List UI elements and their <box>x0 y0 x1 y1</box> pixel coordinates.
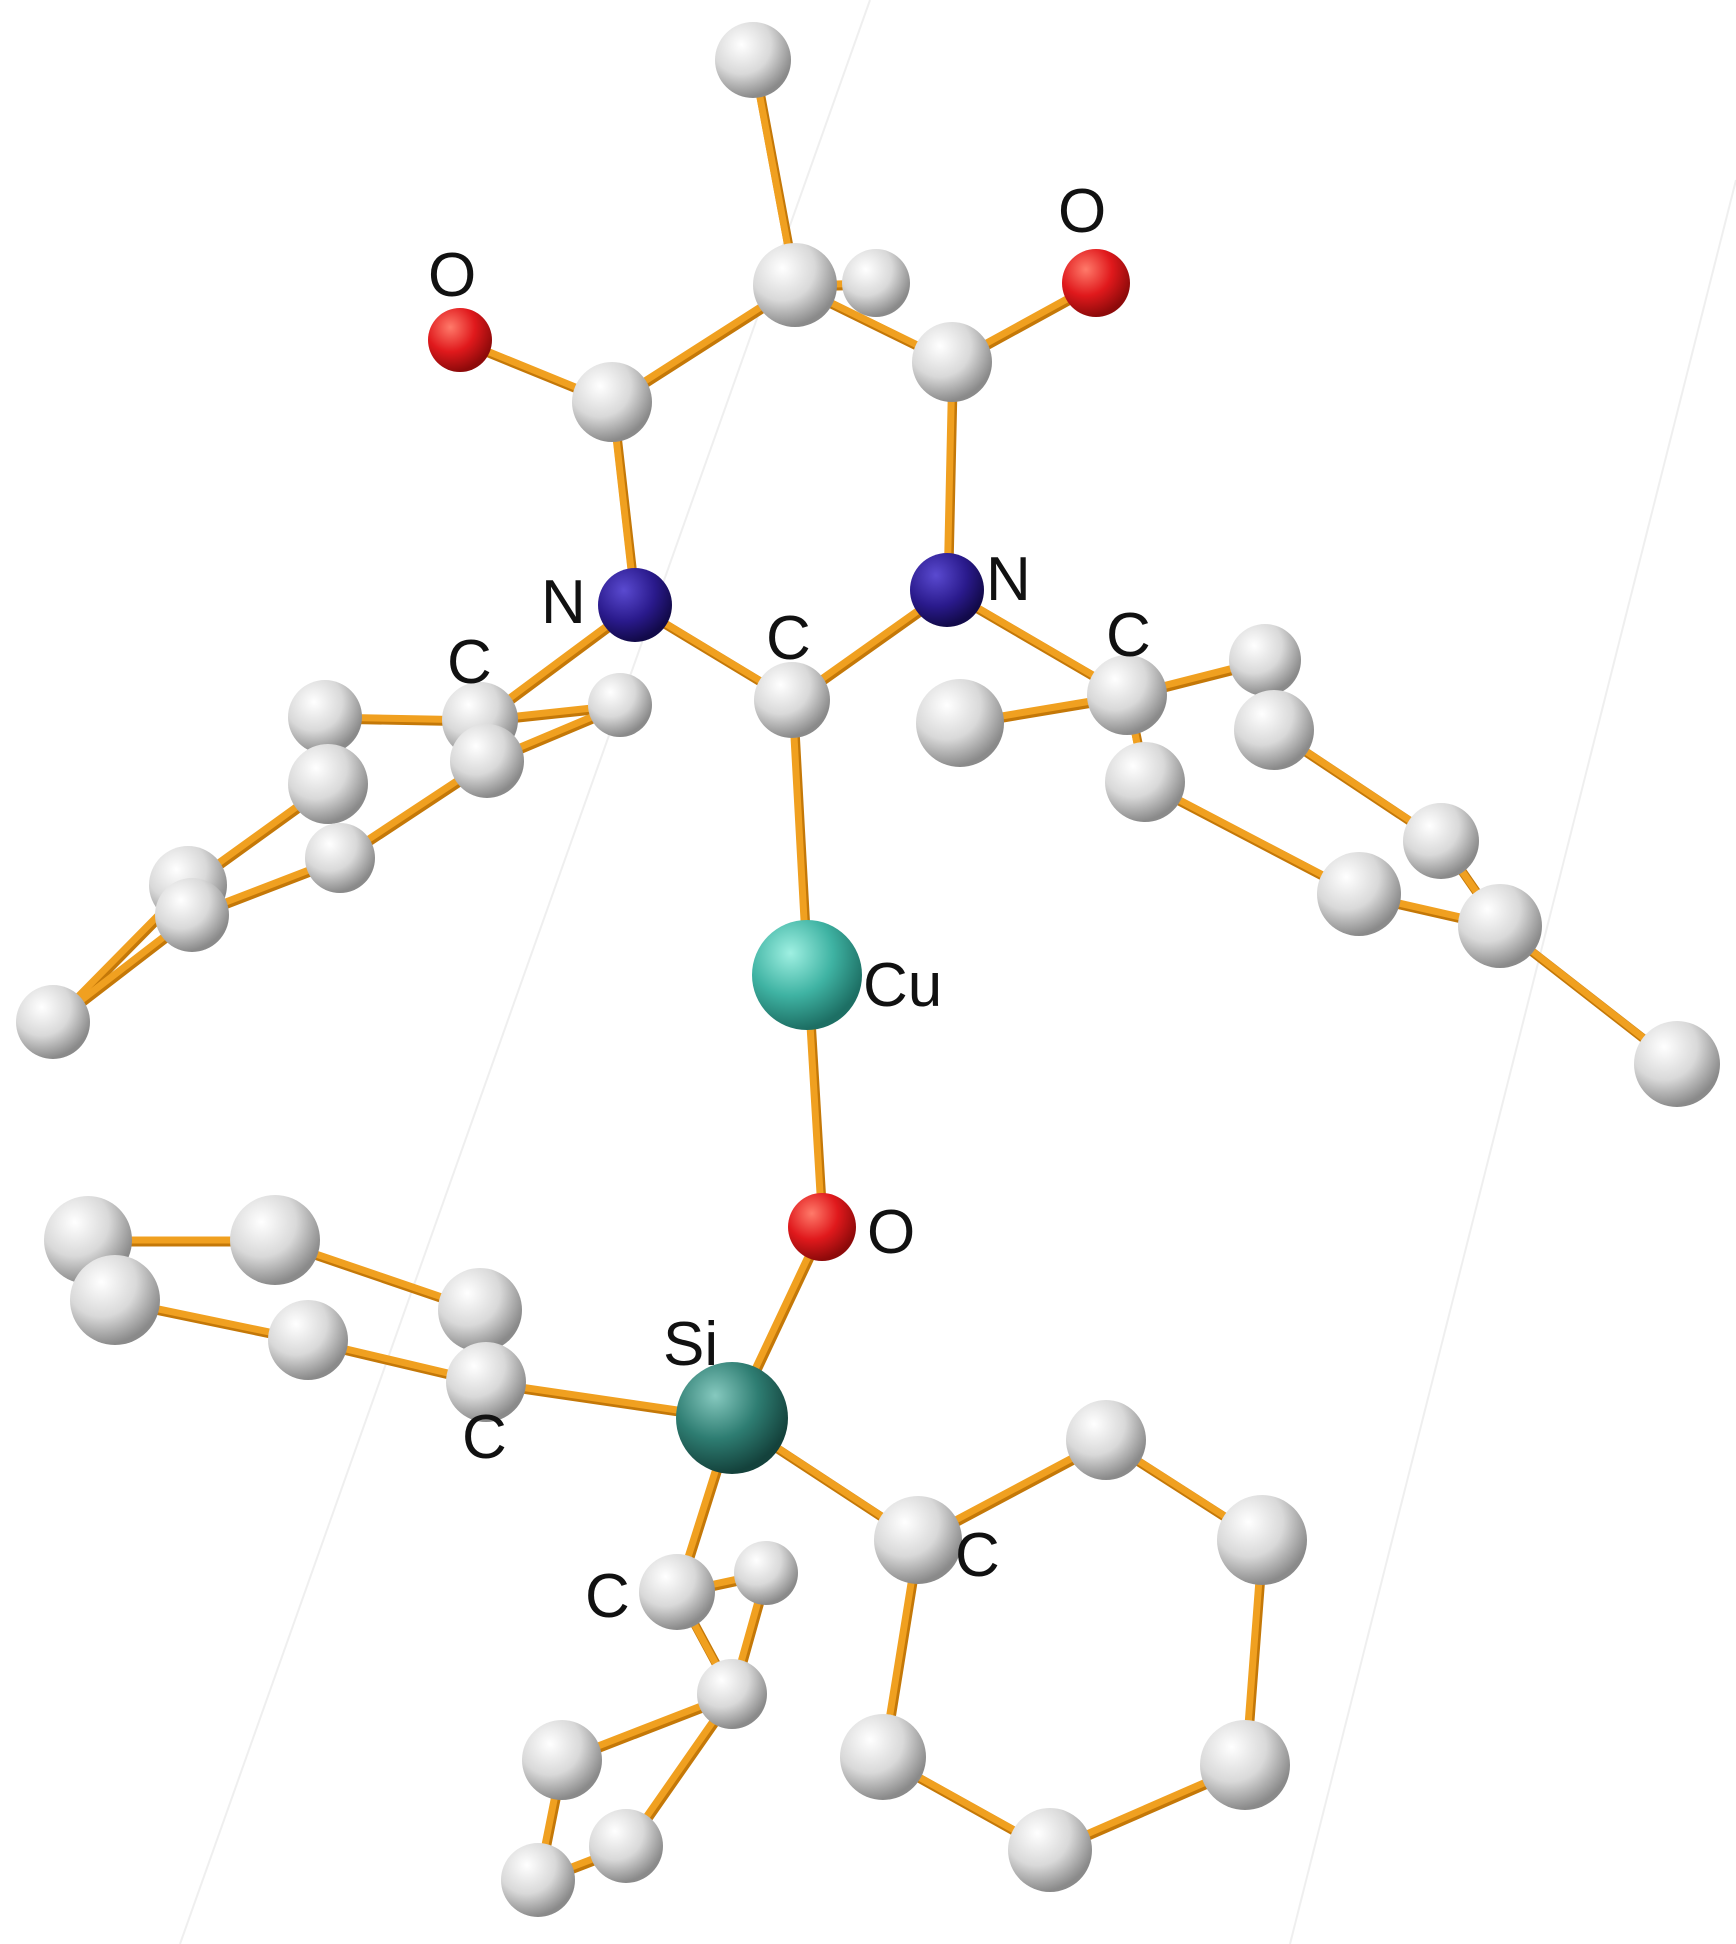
label-bridging-oxygen: O <box>867 1198 915 1267</box>
atom-o-O1 <box>428 308 492 372</box>
atom-c-R3 <box>1229 624 1301 696</box>
atom-c-Q4 <box>1200 1720 1290 1810</box>
atom-c-H2 <box>842 249 910 317</box>
label-ipso-carbon-right: C <box>1106 601 1151 670</box>
atom-cu-Cu <box>752 920 862 1030</box>
atom-c-R7 <box>1458 884 1542 968</box>
atoms <box>16 22 1720 1917</box>
atom-c-P1 <box>446 1342 526 1422</box>
atom-c-Cc2 <box>912 322 992 402</box>
label-ipso-carbon-left: C <box>447 628 492 697</box>
label-copper: Cu <box>863 951 942 1020</box>
atom-c-B2 <box>734 1541 798 1605</box>
label-silicon: Si <box>663 1310 718 1379</box>
atom-si-Si <box>676 1362 788 1474</box>
atom-c-P5 <box>230 1195 320 1285</box>
atom-c-R4 <box>1234 690 1314 770</box>
atom-c-Q2 <box>1066 1400 1146 1480</box>
atom-c-Q5 <box>1008 1808 1092 1892</box>
atom-n-N1 <box>598 568 672 642</box>
atom-c-B5 <box>589 1809 663 1883</box>
label-oxygen-left: O <box>428 241 476 310</box>
atom-labels: O O N N C C C Cu O Si C C C <box>428 177 1151 1631</box>
label-nitrogen-right: N <box>986 545 1031 614</box>
atom-c-Q6 <box>840 1714 926 1800</box>
label-carbene-carbon: C <box>766 604 811 673</box>
atom-c-C0 <box>754 662 830 738</box>
atom-c-Cq <box>753 243 837 327</box>
atom-o-Ob <box>788 1193 856 1261</box>
atom-c-Lp1 <box>305 823 375 893</box>
atom-c-Lp3 <box>155 878 229 952</box>
atom-c-RMe2 <box>916 679 1004 767</box>
atom-c-Q3 <box>1217 1495 1307 1585</box>
atom-c-Lo1 <box>588 673 652 737</box>
background-lines <box>179 0 1736 1944</box>
label-si-phenyl-carbon-bottom: C <box>585 1562 630 1631</box>
atom-c-B3 <box>697 1659 767 1729</box>
atom-c-B1 <box>639 1554 715 1630</box>
atom-c-P3 <box>268 1300 348 1380</box>
atom-c-Lo2 <box>288 680 362 754</box>
atom-c-R5 <box>1403 803 1479 879</box>
atom-c-Lm1 <box>450 724 524 798</box>
atom-c-P2 <box>438 1268 522 1352</box>
atom-o-O2 <box>1062 249 1130 317</box>
atom-c-B4 <box>522 1720 602 1800</box>
atom-c-Q1 <box>874 1496 962 1584</box>
atom-c-RMe <box>1634 1021 1720 1107</box>
atom-c-B6 <box>501 1843 575 1917</box>
label-oxygen-right: O <box>1058 177 1106 246</box>
atom-c-LMe <box>16 985 90 1059</box>
atom-c-Me <box>715 22 791 98</box>
label-si-phenyl-carbon-left: C <box>462 1403 507 1472</box>
label-nitrogen-left: N <box>541 568 586 637</box>
atom-c-Cc1 <box>572 362 652 442</box>
atom-c-Lm2 <box>288 744 368 824</box>
atom-c-R1 <box>1087 655 1167 735</box>
atom-n-N2 <box>910 553 984 627</box>
atom-c-R6 <box>1317 852 1401 936</box>
atom-c-P4 <box>70 1255 160 1345</box>
atom-c-R2 <box>1105 742 1185 822</box>
label-si-phenyl-carbon-right: C <box>955 1521 1000 1590</box>
